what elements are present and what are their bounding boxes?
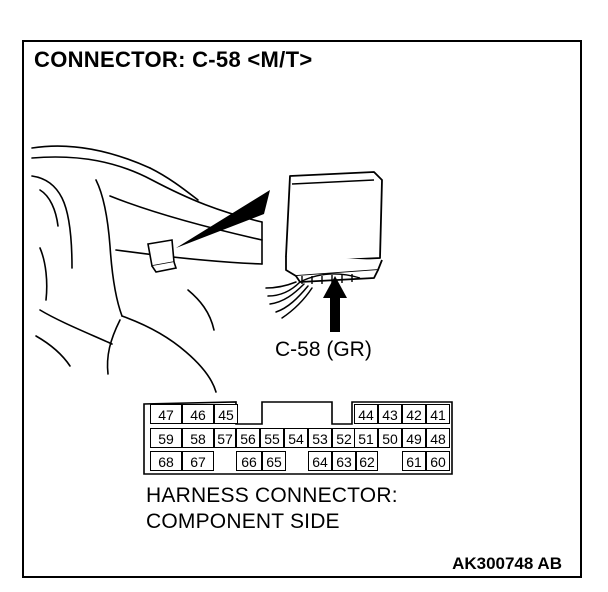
- connector-pin-48: 48: [426, 428, 450, 448]
- connector-pin-41: 41: [426, 404, 450, 424]
- connector-pin-54: 54: [284, 428, 308, 448]
- wire-harness-drawing: [265, 281, 313, 319]
- connector-pin-62: 62: [356, 451, 378, 471]
- connector-pin-53: 53: [308, 428, 332, 448]
- connector-pin-50: 50: [378, 428, 402, 448]
- connector-pin-66: 66: [236, 451, 262, 471]
- connector-pin-49: 49: [402, 428, 426, 448]
- connector-pin-42: 42: [402, 404, 426, 424]
- caption-line-2: COMPONENT SIDE: [146, 510, 340, 533]
- connector-pin-61: 61: [402, 451, 426, 471]
- connector-pin-56: 56: [236, 428, 260, 448]
- pointer-arrow: [323, 276, 347, 332]
- connector-pin-63: 63: [332, 451, 356, 471]
- connector-housing-outline: [143, 401, 453, 475]
- connector-pin-68: 68: [150, 451, 182, 471]
- diagram-frame: [22, 40, 582, 578]
- connector-pin-55: 55: [260, 428, 284, 448]
- connector-pin-46: 46: [182, 404, 214, 424]
- connector-pin-60: 60: [426, 451, 450, 471]
- ecu-module-details: [291, 179, 375, 284]
- connector-pin-64: 64: [308, 451, 332, 471]
- magnifier-wedge: [176, 190, 270, 248]
- connector-pin-59: 59: [150, 428, 182, 448]
- connector-pin-58: 58: [182, 428, 214, 448]
- caption-line-1: HARNESS CONNECTOR:: [146, 484, 398, 507]
- connector-pin-43: 43: [378, 404, 402, 424]
- dashboard-connector-icon: [147, 239, 178, 273]
- connector-pin-57: 57: [214, 428, 236, 448]
- connector-pin-65: 65: [262, 451, 286, 471]
- connector-pin-44: 44: [354, 404, 378, 424]
- connector-pin-45: 45: [214, 404, 238, 424]
- figure-id: AK300748 AB: [452, 554, 562, 573]
- connector-pin-47: 47: [150, 404, 182, 424]
- connector-pin-52: 52: [332, 428, 356, 448]
- ecu-module-drawing: [285, 171, 383, 283]
- dashboard-drawing: [31, 145, 263, 393]
- connector-pin-67: 67: [182, 451, 214, 471]
- diagram-title: CONNECTOR: C-58 <M/T>: [34, 47, 313, 72]
- connector-pin-51: 51: [354, 428, 378, 448]
- connector-callout-label: C-58 (GR): [275, 338, 372, 361]
